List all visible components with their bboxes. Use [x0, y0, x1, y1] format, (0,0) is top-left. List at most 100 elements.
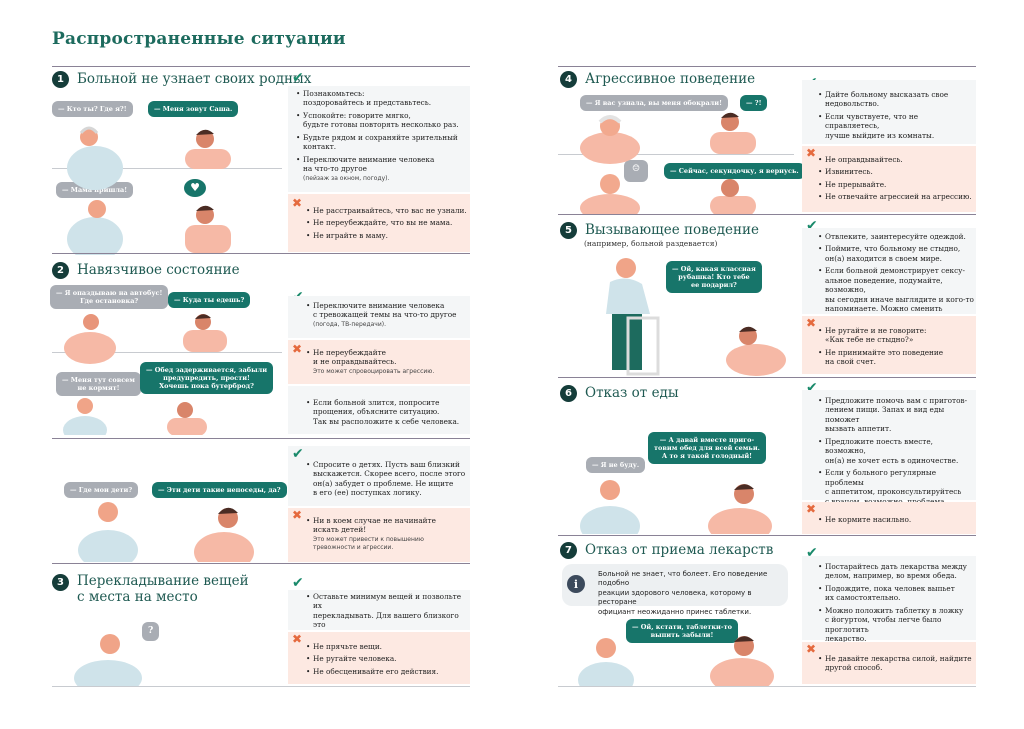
do-list: Отвлеките, заинтересуйте одеждой. Поймит… [818, 232, 974, 326]
cross-icon: ✖ [806, 502, 817, 516]
tip: Ни в коем случае не начинайте искать дет… [306, 516, 468, 552]
speech-bubble-caregiver: — Куда ты едешь? [168, 292, 251, 309]
check-icon: ✔ [292, 446, 304, 462]
section-6-header: 6 Отказ от еды [560, 385, 679, 402]
do-list: Познакомьтесь: поздоровайтесь и представ… [296, 89, 468, 186]
illustration-section-3 [74, 634, 142, 686]
tip: Если больной демонстрирует сексу- альное… [818, 266, 974, 323]
section-divider [558, 535, 976, 536]
check-icon: ✔ [806, 545, 818, 561]
section-1-header: 1 Больной не узнает своих родных [52, 71, 311, 88]
tip: Отвлеките, заинтересуйте одеждой. [818, 232, 974, 242]
section-title: Больной не узнает своих родных [77, 71, 312, 88]
section-divider [52, 563, 470, 564]
cross-icon: ✖ [806, 316, 817, 330]
section-2-header: 2 Навязчивое состояние [52, 262, 240, 279]
speech-bubble-patient: — Кто ты? Где я?! [52, 101, 133, 118]
speech-bubble-caregiver: — Ой, какая классная рубашка! Кто тебе е… [666, 261, 762, 294]
section-3-header: 3 Перекладывание вещей с места на место [52, 573, 249, 605]
do-list: Если больной злится, попросите прощения,… [306, 398, 468, 429]
section-title: Навязчивое состояние [77, 262, 240, 279]
tip: Не прерывайте. [818, 180, 974, 190]
illustration-section-4 [580, 112, 756, 214]
cross-icon: ✖ [292, 508, 303, 522]
cross-icon: ✖ [292, 196, 303, 210]
info-box: Больной не знает, что болеет. Его поведе… [562, 564, 788, 616]
tip: Предложите поесть вместе, возможно, он(а… [818, 437, 974, 465]
tip: Если чувствуете, что не справляетесь, лу… [818, 112, 974, 140]
section-number: 3 [52, 574, 69, 591]
illustration-section-6 [580, 480, 772, 534]
speech-bubble-caregiver: — Эти дети такие непоседы, да? [152, 482, 287, 499]
section-title-line-2: с места на место [77, 589, 198, 606]
check-icon: ✔ [292, 575, 304, 591]
section-number: 2 [52, 262, 69, 279]
tip: Не расстраивайтесь, что вас не узнали. [306, 206, 468, 216]
tip: Познакомьтесь: поздоровайтесь и представ… [296, 89, 468, 108]
section-title: Вызывающее поведение [585, 222, 759, 239]
scene-divider [52, 352, 282, 353]
tip-note: Это может привести к повышению тревожнос… [313, 535, 424, 551]
tip: Спросите о детях. Пусть ваш близкий выск… [306, 460, 468, 498]
tip: Не обесценивайте его действия. [306, 667, 468, 677]
tip: Если больной злится, попросите прощения,… [306, 398, 468, 426]
tip: Поймите, что больному не стыдно, он(а) н… [818, 244, 974, 263]
tip: Предложите помочь вам с приготов- лением… [818, 396, 974, 434]
tip-note: (погода, ТВ-передачи). [313, 320, 386, 328]
section-subtitle: (например, больной раздевается) [584, 239, 718, 248]
dont-list: Не расстраивайтесь, что вас не узнали. Н… [306, 206, 468, 243]
illustration-section-2 [63, 314, 227, 435]
tip: Не прячьте вещи. [306, 642, 468, 652]
section-number: 1 [52, 71, 69, 88]
illustration-section-2b [78, 502, 254, 562]
dont-list: Не переубеждайте и не оправдывайтесь.Это… [306, 348, 468, 379]
tip-note: Это может спровоцировать агрессию. [313, 367, 435, 375]
section-divider [558, 377, 976, 378]
bottom-rule [52, 686, 470, 687]
do-list: Постарайтесь дать лекарства между делом,… [818, 562, 974, 647]
cross-icon: ✖ [292, 632, 303, 646]
speech-bubble-patient: — Меня тут совсем не кормят! [56, 372, 141, 397]
section-divider [558, 66, 976, 67]
dont-list: Не прячьте вещи. Не ругайте человека. Не… [306, 642, 468, 679]
section-title: Агрессивное поведение [585, 71, 756, 88]
tip: Будьте рядом и сохраняйте зрительный кон… [296, 133, 468, 152]
do-list: Переключите внимание человека с тревожащ… [306, 301, 468, 332]
speech-bubble-patient: — Где мои дети? [64, 482, 139, 499]
check-icon: ✔ [292, 70, 304, 86]
dont-list: Не оправдывайтесь. Извинитесь. Не прерыв… [818, 155, 974, 205]
dont-list: Не кормите насильно. [818, 515, 974, 527]
speech-bubble-caregiver: — А давай вместе приго- товим обед для в… [648, 432, 766, 465]
speech-bubble-patient: — Я опаздываю на автобус! Где остановка? [50, 285, 169, 310]
section-title: Отказ от еды [585, 385, 679, 402]
dont-list: Не давайте лекарства силой, найдите друг… [818, 654, 974, 676]
tip: Не играйте в маму. [306, 231, 468, 241]
section-4-header: 4 Агрессивное поведение [560, 71, 755, 88]
scene-divider [558, 154, 794, 155]
illustration-section-5 [606, 258, 786, 376]
tip: Дайте больному высказать свое недовольст… [818, 90, 974, 109]
check-icon: ✔ [806, 380, 818, 396]
section-title: Отказ от приема лекарств [585, 542, 774, 559]
section-number: 6 [560, 385, 577, 402]
tip: Переключите внимание человека на что-то … [296, 155, 468, 183]
illustration-section-7 [578, 636, 774, 686]
tip: Подождите, пока человек выпьет их самост… [818, 584, 974, 603]
tip: Успокойте: говорите мягко, будьте готовы… [296, 111, 468, 130]
speech-bubble-caregiver: — ?! [740, 95, 768, 112]
tip: Переключите внимание человека с тревожащ… [306, 301, 468, 329]
tip: Не ругайте и не говорите: «Как тебе не с… [818, 326, 974, 345]
speech-bubble-caregiver: — Сейчас, секундочку, я вернусь. [664, 163, 805, 180]
section-number: 4 [560, 71, 577, 88]
section-5-header: 5 Вызывающее поведение [560, 222, 759, 239]
tip: Не давайте лекарства силой, найдите друг… [818, 654, 974, 673]
do-list: Спросите о детях. Пусть ваш близкий выск… [306, 460, 468, 501]
bottom-rule [558, 686, 976, 687]
tip: Не ругайте человека. [306, 654, 468, 664]
speech-bubble-caregiver: — Ой, кстати, таблетки-то выпить забыли! [626, 619, 738, 644]
tip: Извинитесь. [818, 167, 974, 177]
angry-face-icon: ☹ [624, 160, 648, 182]
speech-bubble-caregiver: — Обед задерживается, забыли предупредит… [140, 362, 274, 395]
speech-bubble-caregiver: — Меня зовут Саша. [148, 101, 239, 118]
question-icon: ? [142, 622, 160, 642]
